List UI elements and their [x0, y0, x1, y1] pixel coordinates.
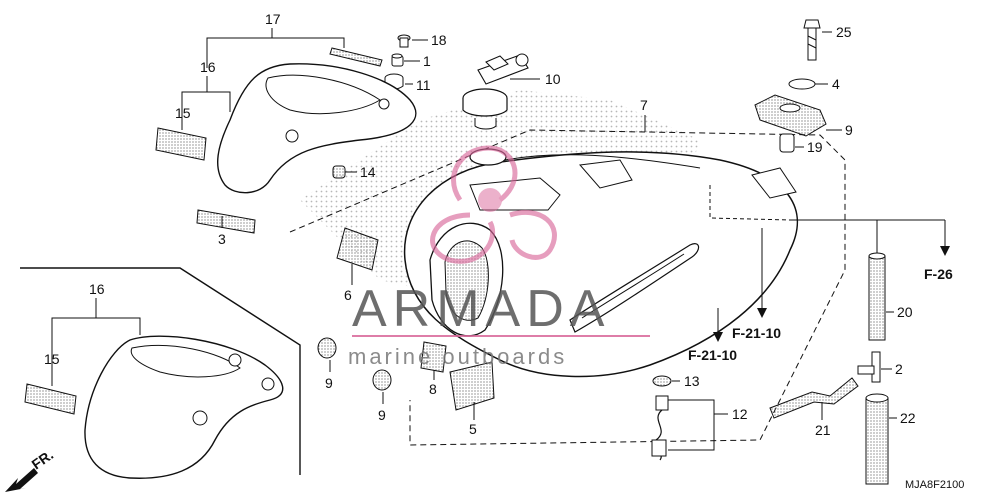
- hose-23: [769, 377, 859, 419]
- meter-cover-lower: [84, 335, 284, 479]
- collar-21: [779, 133, 795, 153]
- callout-16-lower: 15: [44, 351, 60, 367]
- callout-21: 19: [807, 139, 823, 155]
- screw-20: [397, 34, 411, 48]
- callout-14: 13: [684, 373, 700, 389]
- front-direction-label: FR.: [29, 446, 57, 472]
- callout-13: 12: [732, 406, 748, 422]
- mount-10: [754, 94, 827, 137]
- callout-22: 20: [897, 304, 913, 320]
- callout-3: 3: [218, 231, 226, 247]
- callout-12: 11: [416, 77, 431, 93]
- arrow-f21-a-head: [757, 308, 767, 318]
- ref-f21-10-a: F-21-10: [732, 325, 781, 341]
- dashed-fuel-line: [709, 185, 791, 221]
- callout-15: 14: [360, 164, 376, 180]
- seal-strip-19: [329, 47, 383, 67]
- callout-25: 25: [836, 24, 852, 40]
- grommet-15: [332, 165, 346, 179]
- callout-24: 22: [900, 410, 916, 426]
- ref-f26: F-26: [924, 266, 953, 282]
- pad-6: [336, 227, 379, 271]
- callout-9-lower: 9: [378, 407, 386, 423]
- callout-11: 10: [545, 71, 561, 87]
- fuel-cap-with-key: [462, 53, 529, 130]
- front-direction-arrow: [5, 468, 38, 492]
- hose-22: [868, 252, 886, 341]
- watermark-logo-icon: [430, 145, 557, 264]
- seal-strip-3: [196, 209, 256, 234]
- seal-strip-16-upper: [155, 127, 207, 161]
- leader-18: [181, 91, 231, 128]
- callout-7: 7: [640, 97, 648, 113]
- ref-f21-10-b: F-21-10: [688, 347, 737, 363]
- pad-8: [420, 341, 447, 373]
- callout-5: 5: [469, 421, 477, 437]
- watermark: ARMADA marine outboards: [348, 145, 650, 369]
- hose-24: [865, 393, 889, 485]
- damper-9-upper: [317, 337, 337, 359]
- pad-5: [449, 361, 495, 411]
- arrow-f21-b-head: [713, 332, 723, 342]
- fuel-sensor-13: [651, 395, 669, 461]
- callout-6: 6: [344, 287, 352, 303]
- meter-cover-upper: [217, 63, 417, 194]
- damper-9-lower: [372, 369, 392, 391]
- leader-19: [206, 37, 345, 68]
- washer-14: [652, 375, 672, 387]
- watermark-subtitle: marine outboards: [348, 344, 567, 369]
- callout-18: 16: [200, 59, 216, 75]
- collar-1: [391, 53, 404, 67]
- diagram-code: MJA8F2100: [905, 479, 964, 491]
- tank-assembly-boundary: [289, 129, 846, 446]
- callout-10: 9: [845, 122, 853, 138]
- callout-20: 18: [431, 32, 447, 48]
- washer-4: [788, 78, 816, 90]
- seal-strip-16-lower: [24, 383, 77, 415]
- callout-9-upper: 9: [325, 375, 333, 391]
- callout-16-upper: 15: [175, 105, 191, 121]
- callout-17: 16: [89, 281, 105, 297]
- callout-1: 1: [423, 53, 431, 69]
- callout-19: 17: [265, 11, 281, 27]
- lower-panel-frame: [20, 267, 301, 475]
- leader-13: [668, 399, 715, 451]
- callout-23: 21: [815, 422, 831, 438]
- watermark-brand: ARMADA: [352, 280, 610, 338]
- joint-2: [857, 351, 881, 383]
- callout-8: 8: [429, 381, 437, 397]
- fuel-tank: [403, 148, 799, 378]
- callout-4: 4: [832, 76, 840, 92]
- bolt-25: [803, 19, 821, 61]
- callout-2: 2: [895, 361, 903, 377]
- arrow-f26-head: [940, 246, 950, 256]
